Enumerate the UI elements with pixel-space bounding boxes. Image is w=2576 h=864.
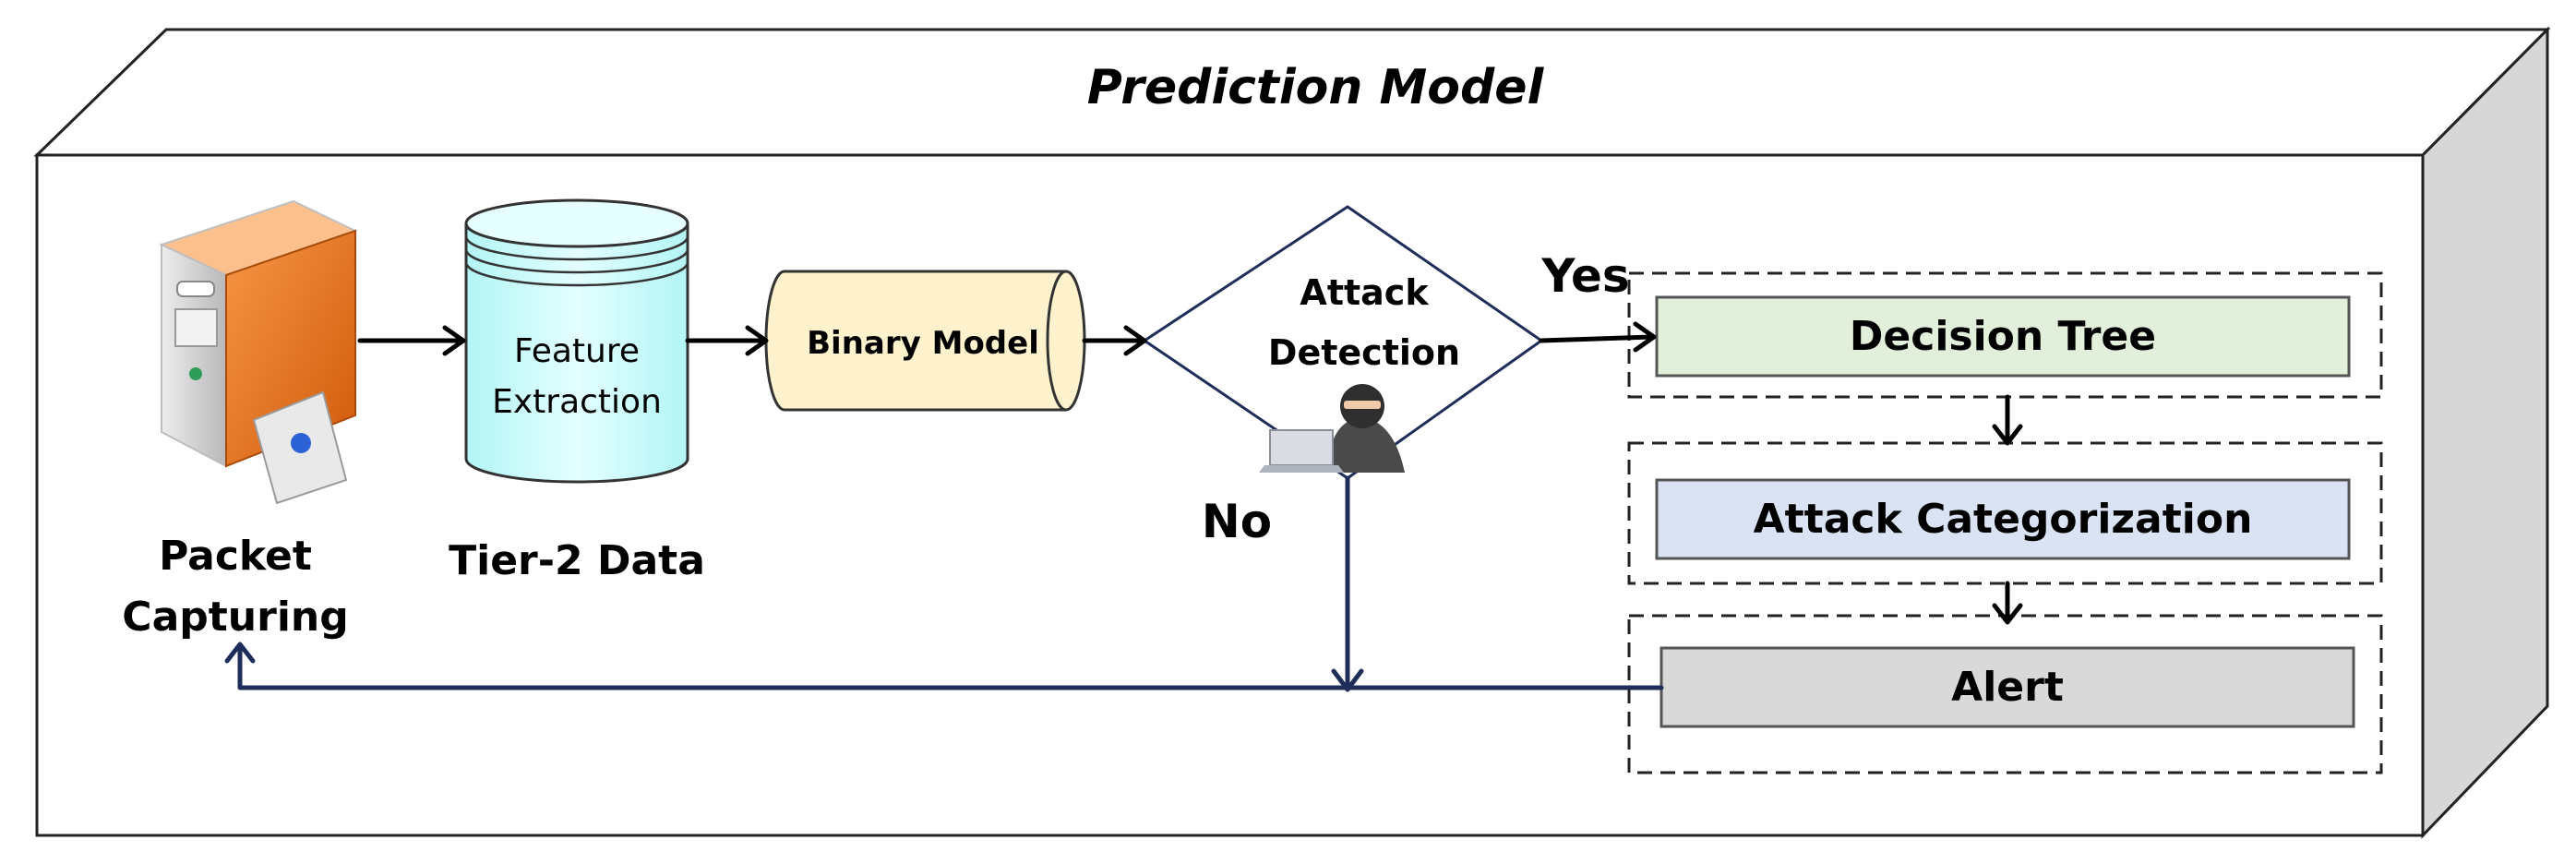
no-label: No bbox=[1202, 495, 1272, 548]
arrowhead-yes-to-decision-tree bbox=[1633, 321, 1657, 353]
alert-box bbox=[1659, 646, 2355, 728]
arrowhead-categorization-to-alert bbox=[1992, 603, 2023, 625]
arrowhead-server-to-database bbox=[442, 325, 466, 356]
arrowhead-binary-model-to-attack-detection bbox=[1123, 325, 1147, 356]
attack-detection-label-line2: Detection bbox=[1268, 332, 1460, 373]
alert-label: Alert bbox=[1951, 664, 2064, 711]
binary-model-label: Binary Model bbox=[807, 325, 1039, 362]
packet-capturing-label-line2: Capturing bbox=[122, 594, 348, 641]
decision-tree-label: Decision Tree bbox=[1850, 313, 2156, 360]
edge-yes-to-decision-tree bbox=[1539, 334, 1655, 343]
feature-extraction-line1: Feature bbox=[514, 332, 640, 370]
yes-label: Yes bbox=[1540, 249, 1629, 303]
arrowhead-decision-tree-to-categorization bbox=[1992, 424, 2023, 446]
packet-capturing-label-line1: Packet bbox=[159, 533, 312, 580]
arrowhead-database-to-binary-model bbox=[745, 325, 769, 356]
edge-alert-to-packet-capturing bbox=[237, 643, 1664, 690]
binary-model-node bbox=[764, 270, 1086, 412]
hacker-icon bbox=[1259, 384, 1405, 473]
diagram-title: Prediction Model bbox=[1087, 60, 1545, 115]
database-icon bbox=[464, 198, 689, 484]
arrowhead-to-packet-capturing bbox=[224, 642, 256, 664]
decision-tree-box bbox=[1655, 295, 2351, 378]
attack-detection-label-line1: Attack bbox=[1300, 272, 1429, 313]
attack-categorization-label: Attack Categorization bbox=[1754, 496, 2253, 543]
feature-extraction-line2: Extraction bbox=[492, 383, 662, 421]
attack-categorization-box bbox=[1655, 478, 2351, 560]
server-icon bbox=[159, 199, 358, 505]
tier2-data-label: Tier-2 Data bbox=[449, 537, 705, 584]
